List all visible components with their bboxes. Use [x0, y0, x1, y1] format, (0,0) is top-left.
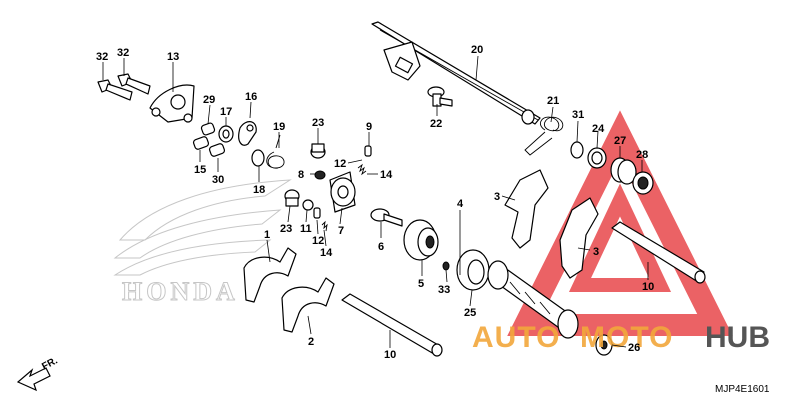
callout-9: 9: [366, 121, 372, 133]
stopper-arm-16: [238, 121, 257, 146]
bolt-30: [208, 143, 226, 157]
callout-12-lower: 12: [312, 235, 324, 247]
washer-17: [218, 125, 234, 143]
washer-18: [251, 149, 265, 167]
autohub-word-auto: AUTO: [472, 321, 560, 354]
callout-23-top: 23: [312, 117, 324, 129]
callout-6: 6: [378, 241, 384, 253]
callout-labels: 32 32 13 29 17 16 15 30 19 18 8 23 9 12 …: [96, 44, 654, 361]
callout-32-b: 32: [117, 47, 129, 59]
plate-11: [302, 199, 314, 211]
callout-4: 4: [457, 198, 464, 210]
shift-drum-4: [487, 260, 579, 339]
callout-31: 31: [572, 109, 584, 121]
callout-16: 16: [245, 91, 257, 103]
callout-3-upper: 3: [494, 191, 500, 203]
autohub-wordmark: AUTO MOTO HUB: [472, 321, 770, 354]
front-direction-indicator: FR.: [16, 355, 60, 392]
callout-12-top: 12: [334, 158, 346, 170]
shift-fork-1: [243, 247, 297, 303]
callout-14-lower: 14: [320, 247, 333, 259]
callout-10-upper: 10: [642, 281, 654, 293]
washer-8: [314, 170, 326, 180]
autohub-word-hub: HUB: [705, 321, 770, 354]
callout-18: 18: [253, 184, 265, 196]
callout-13: 13: [167, 51, 179, 63]
bolt-32-b: [117, 73, 151, 95]
callout-26: 26: [628, 342, 640, 354]
spring-14-top: [357, 163, 367, 176]
fr-label: FR.: [40, 355, 60, 372]
return-spring-21: [524, 116, 564, 156]
callout-17: 17: [220, 106, 232, 118]
callout-22: 22: [430, 118, 442, 130]
shift-fork-3-upper: [504, 169, 549, 249]
shift-drum-5: [403, 219, 439, 261]
pin-12: [313, 207, 321, 219]
callout-30: 30: [212, 174, 224, 186]
callout-15: 15: [194, 164, 206, 176]
shift-fork-2: [281, 277, 335, 333]
collar-23-lower: [284, 189, 300, 207]
pin-9: [364, 145, 372, 157]
callout-33: 33: [438, 284, 450, 296]
fork-shaft-10-upper: [611, 221, 706, 284]
callout-11: 11: [300, 223, 312, 235]
collar-15: [192, 136, 210, 150]
fork-shaft-10-lower: [341, 293, 443, 357]
bolt-6: [370, 208, 403, 227]
bolt-32-a: [97, 79, 133, 101]
callout-7: 7: [338, 225, 344, 237]
honda-wordmark: HONDA: [122, 277, 239, 306]
callout-10-lower: 10: [384, 349, 396, 361]
callout-32-a: 32: [96, 51, 108, 63]
pin-33: [442, 261, 450, 271]
callout-25: 25: [464, 307, 476, 319]
callout-5: 5: [418, 278, 424, 290]
bolt-22: [427, 86, 453, 107]
spring-14-lower: [321, 220, 328, 232]
callout-21: 21: [547, 95, 559, 107]
drum-center-7: [329, 171, 356, 213]
callout-8: 8: [298, 169, 304, 181]
collar-31: [570, 141, 584, 159]
spring-19: [266, 134, 285, 169]
callout-20: 20: [471, 44, 483, 56]
callout-3-lower: 3: [593, 246, 599, 258]
diagram-code: MJP4E1601: [715, 384, 770, 395]
collar-23-top: [310, 143, 326, 159]
stopper-plate-13: [149, 84, 195, 123]
bearing-25: [456, 249, 490, 291]
callout-24: 24: [592, 123, 605, 135]
shift-spindle-20: [371, 21, 541, 125]
oil-seal-27: [610, 157, 637, 185]
collar-29: [200, 122, 216, 136]
callout-2: 2: [308, 336, 314, 348]
leader-lines: [102, 55, 649, 348]
callout-1: 1: [264, 229, 270, 241]
autohub-word-moto: MOTO: [580, 321, 673, 354]
bearing-28: [632, 171, 654, 195]
washer-24: [587, 147, 607, 169]
callout-27: 27: [614, 135, 626, 147]
callout-19: 19: [273, 121, 285, 133]
callout-28: 28: [636, 149, 648, 161]
callout-14-top: 14: [380, 169, 393, 181]
honda-wing-watermark: HONDA: [113, 179, 292, 307]
shift-fork-3-lower: [559, 197, 599, 279]
callout-29: 29: [203, 94, 215, 106]
callout-23-lower: 23: [280, 223, 292, 235]
